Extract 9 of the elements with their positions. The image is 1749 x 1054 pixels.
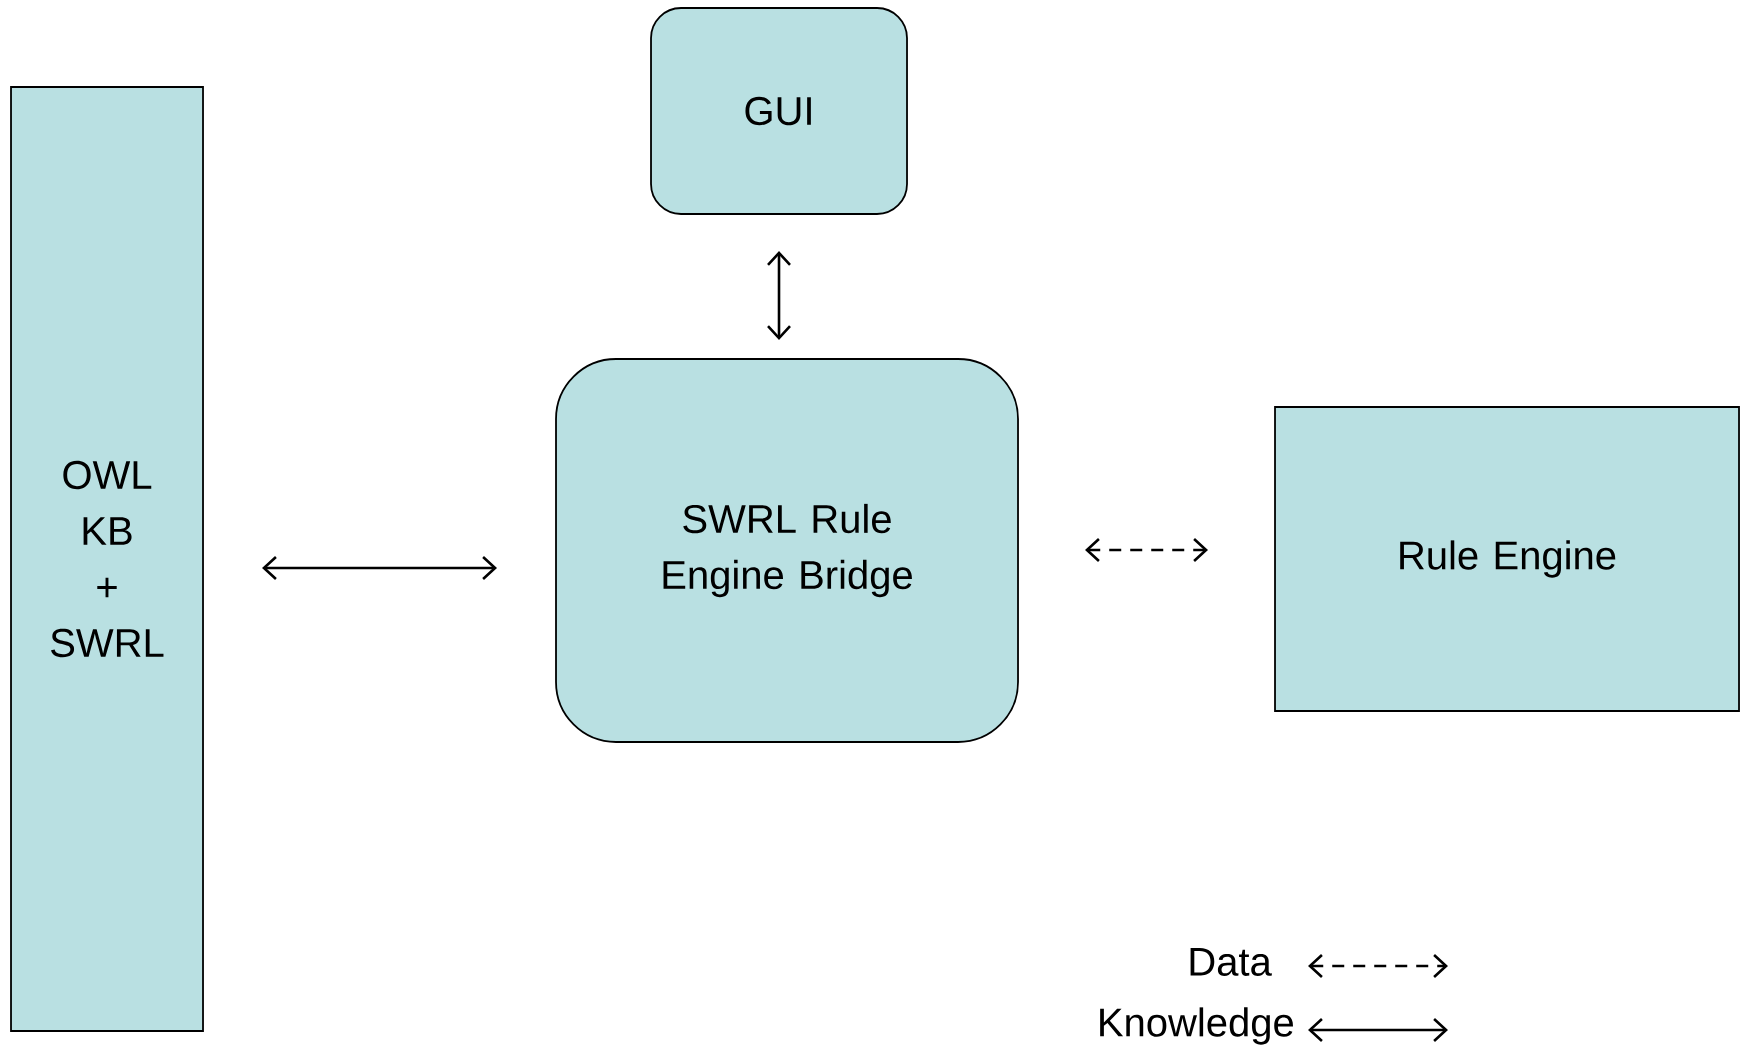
rounded-box: SWRL Rule Engine Bridge [555, 358, 1019, 743]
arrow [767, 251, 791, 340]
arrow [1085, 538, 1208, 562]
box: OWL KB + SWRL [10, 86, 204, 1032]
box: Rule Engine [1274, 406, 1740, 712]
rounded-box: GUI [650, 7, 908, 215]
arrow [262, 556, 497, 580]
legend-label: Knowledge [1100, 1007, 1293, 1045]
legend-label: Data [1190, 948, 1272, 976]
